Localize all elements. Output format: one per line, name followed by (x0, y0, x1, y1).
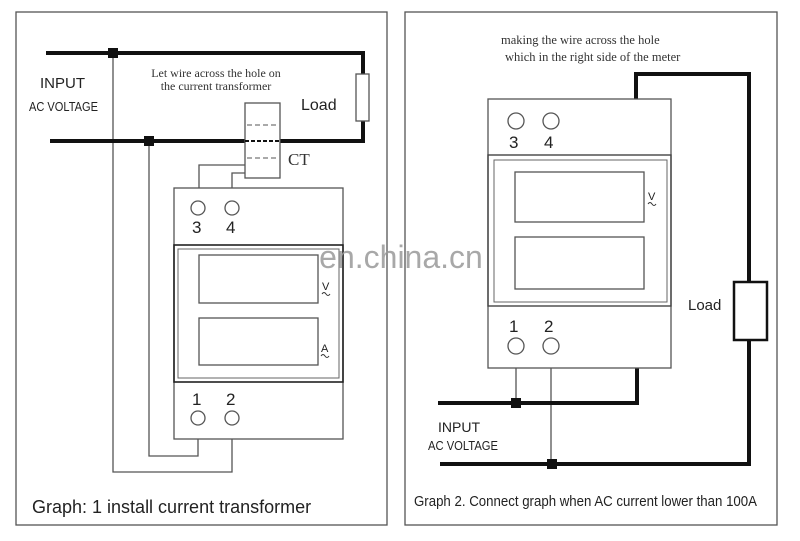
unit-a: A (321, 343, 329, 355)
junction (144, 136, 154, 146)
voltage-display (514, 171, 645, 223)
neutral-wire (50, 121, 365, 143)
voltage-display (198, 254, 319, 304)
instruction-line2: which in the right side of the meter (505, 50, 681, 64)
graph1-caption: Graph: 1 install current transformer (32, 497, 311, 517)
input-label: INPUT (438, 419, 480, 435)
ac-tilde-icon (321, 292, 331, 296)
ac-voltage-label: AC VOLTAGE (428, 439, 498, 453)
terminal-1-label: 1 (192, 390, 201, 409)
instruction-line1: making the wire across the hole (501, 33, 660, 47)
terminal-1-label: 1 (509, 317, 518, 336)
ac-tilde-icon (647, 202, 657, 206)
unit-v: V (322, 281, 330, 293)
wire-to-terminal-1 (148, 141, 199, 457)
terminal-3 (190, 200, 206, 216)
junction (547, 459, 557, 469)
terminal-4-label: 4 (226, 218, 235, 237)
instruction-line2: the current transformer (161, 79, 272, 93)
load-resistor (732, 280, 769, 342)
ct-lead-4 (231, 172, 245, 188)
graph1-border (15, 11, 388, 526)
terminal-1 (507, 337, 525, 355)
meter: V 3 4 1 2 (487, 98, 672, 369)
terminal-4 (224, 200, 240, 216)
ac-tilde-icon (320, 354, 330, 358)
graph2-panel: V 3 4 1 2 making the wire across the hol… (404, 11, 778, 526)
graph2-border (404, 11, 778, 526)
terminal-2-label: 2 (544, 317, 553, 336)
ct-label: CT (288, 150, 310, 169)
terminal-2 (224, 410, 240, 426)
instruction-line1: Let wire across the hole on (151, 66, 281, 80)
load-label: Load (301, 97, 337, 114)
junction (108, 48, 118, 58)
terminal-3 (507, 112, 525, 130)
unit-v: V (648, 191, 656, 203)
ct-lead-3 (198, 164, 245, 188)
terminal-2 (542, 337, 560, 355)
input-label: INPUT (40, 75, 85, 92)
current-transformer (244, 102, 281, 179)
terminal-4 (542, 112, 560, 130)
terminal-3-label: 3 (509, 133, 518, 152)
terminal-3-label: 3 (192, 218, 201, 237)
load-label: Load (688, 297, 721, 314)
watermark: en.china.cn (319, 239, 483, 275)
graph1-panel: V A 3 4 1 2 INPUT AC VOLTAGE Let wire ac… (15, 11, 388, 526)
load-resistor (355, 73, 370, 122)
load-return-wire (634, 72, 751, 282)
terminal-2-label: 2 (226, 390, 235, 409)
live-wire (438, 368, 639, 405)
live-wire (46, 51, 365, 74)
terminal-1 (190, 410, 206, 426)
junction (511, 398, 521, 408)
ac-voltage-label: AC VOLTAGE (29, 99, 98, 114)
current-display (198, 317, 319, 366)
meter: V A 3 4 1 2 (173, 187, 344, 440)
graph2-caption: Graph 2. Connect graph when AC current l… (414, 493, 757, 510)
terminal-4-label: 4 (544, 133, 553, 152)
second-display (514, 236, 645, 290)
wire-to-terminal-2 (112, 53, 233, 473)
neutral-wire (440, 340, 751, 466)
